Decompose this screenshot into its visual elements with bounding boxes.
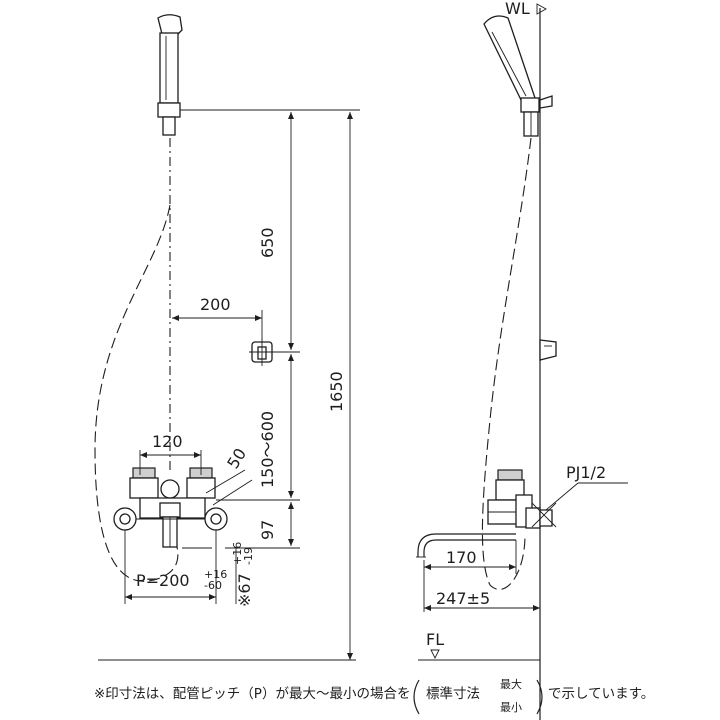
dim-50-label: 50 — [223, 445, 250, 472]
dim-247-label: 247±5 — [436, 589, 490, 608]
dim-67-tol-upper: +16 — [231, 542, 244, 565]
dim-pitch-label: P=200 — [136, 571, 190, 590]
side-view: WL — [416, 0, 628, 720]
faucet-body-side — [416, 469, 557, 558]
dim-150-600-label: 150～600 — [258, 411, 277, 488]
dim-247: 247±5 — [424, 589, 540, 611]
footnote-min: 最小 — [500, 701, 522, 714]
dim-1650: 1650 — [327, 112, 353, 660]
dim-67: ※67 +16 -19 — [231, 542, 255, 607]
dim-170: 170 — [423, 540, 517, 612]
shower-hose-side — [481, 137, 532, 590]
wl-marker: WL — [505, 0, 547, 18]
dim-150-600: 150～600 — [258, 354, 294, 498]
dim-pitch: P=200 +16 -60 — [124, 530, 227, 604]
dim-1650-label: 1650 — [327, 371, 346, 412]
shower-head-side — [483, 15, 553, 137]
footnote-tail: で示しています。 — [548, 686, 654, 702]
shower-head-front — [157, 14, 183, 136]
shower-hose-front — [94, 204, 179, 582]
dim-97: 97 — [258, 502, 294, 546]
dim-200: 200 — [172, 295, 263, 340]
dim-120: 120 — [139, 432, 202, 475]
footnote-text: ※印寸法は、配管ピッチ（P）が最大～最小の場合を — [94, 686, 410, 702]
fl-label: FL — [426, 630, 444, 649]
footnote: ※印寸法は、配管ピッチ（P）が最大～最小の場合を 標準寸法 最大 最小 で示して… — [94, 677, 654, 715]
dim-650: 650 — [258, 112, 294, 350]
dim-200-label: 200 — [200, 295, 231, 314]
dim-pitch-tol-lower: -60 — [204, 579, 222, 592]
dim-97-label: 97 — [258, 520, 277, 540]
fl-marker: FL — [418, 630, 540, 661]
footnote-standard: 標準寸法 — [426, 686, 480, 702]
dim-67-label: ※67 — [235, 573, 254, 607]
dim-170-label: 170 — [446, 548, 477, 567]
front-view: 120 200 50 650 — [94, 14, 360, 661]
pj-leader: PJ1/2 — [545, 463, 628, 511]
dim-120-label: 120 — [152, 432, 183, 451]
dim-pitch-tol-upper: +16 — [204, 568, 227, 581]
wall-hook-side — [539, 339, 557, 361]
faucet-body-front — [113, 467, 228, 548]
pj-label: PJ1/2 — [566, 463, 606, 482]
dim-67-tol-lower: -19 — [242, 547, 255, 565]
dim-650-label: 650 — [258, 227, 277, 258]
wl-label: WL — [505, 0, 530, 18]
footnote-max: 最大 — [500, 677, 522, 691]
